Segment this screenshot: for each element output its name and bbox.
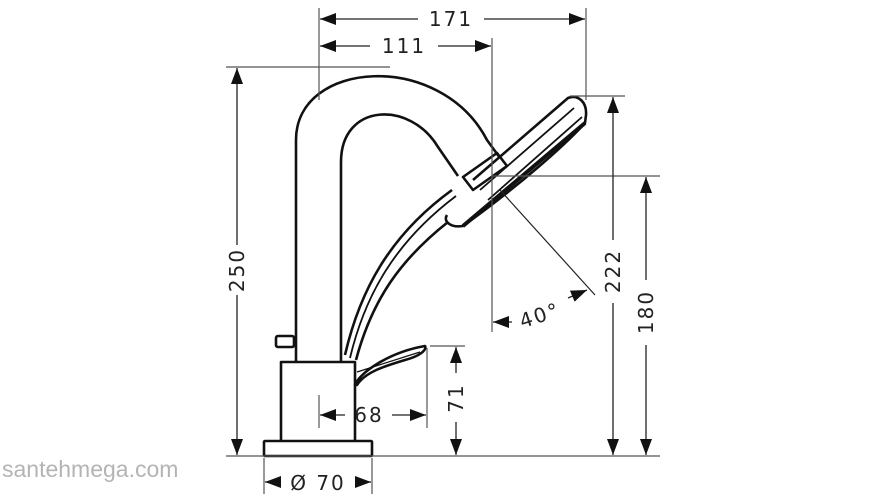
diverter-knob	[274, 334, 296, 349]
lever-detail	[356, 351, 421, 373]
dim-lever-reach: 68	[354, 403, 383, 427]
shower-handle-outer	[343, 188, 453, 356]
dim-spout-reach: 111	[382, 34, 426, 58]
watermark: santehmega.com	[2, 456, 179, 482]
shower-handle-inner	[354, 220, 449, 361]
dim-shower-top-height: 222	[601, 249, 625, 293]
extension-lines	[226, 8, 660, 494]
spout-outer	[294, 74, 502, 362]
spout-inner	[339, 113, 460, 362]
dimension-lines	[231, 13, 652, 488]
shower-handle-mid	[349, 195, 457, 359]
dim-overall-height: 250	[225, 248, 249, 292]
dim-lever-height: 71	[444, 383, 468, 412]
lever	[353, 344, 427, 387]
shower-head	[444, 95, 588, 228]
base-plate	[262, 439, 374, 458]
shower-head-line2	[487, 116, 583, 201]
dim-shower-angle: 40°	[516, 298, 563, 334]
faucet-outline	[262, 74, 588, 458]
dim-shower-bottom-height: 180	[634, 290, 658, 334]
dim-overall-width: 171	[429, 7, 473, 31]
body-block	[279, 360, 357, 441]
dim-base-diameter: Ø 70	[290, 471, 346, 495]
shower-face	[461, 121, 587, 228]
